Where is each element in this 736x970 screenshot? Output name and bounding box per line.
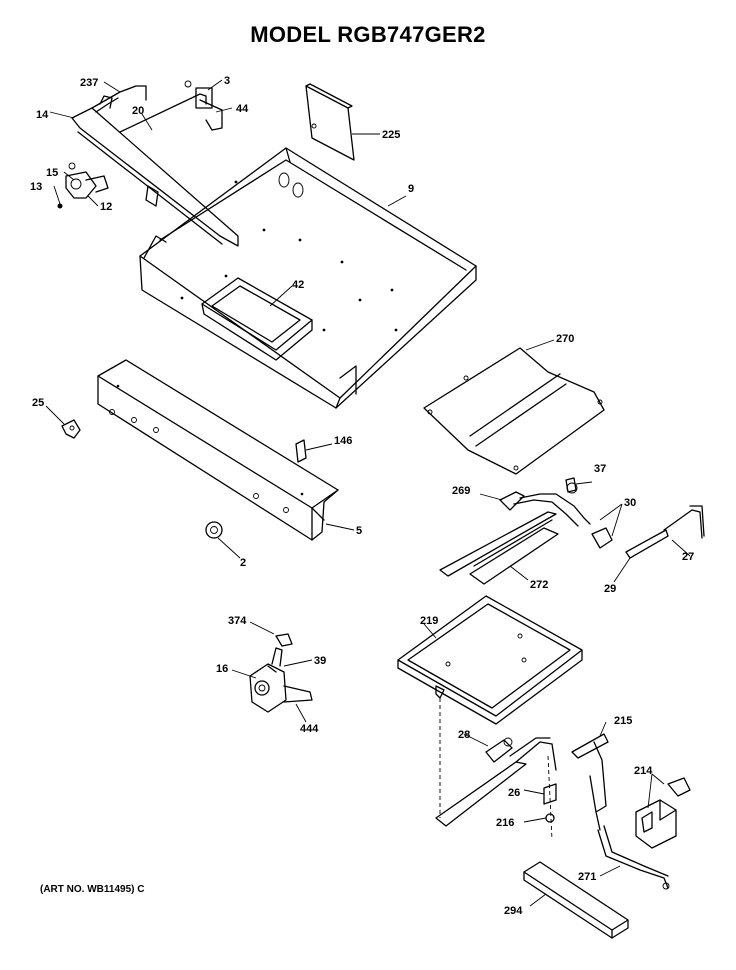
callout-271: 271: [578, 871, 596, 883]
regulator-valve: [249, 633, 313, 713]
igniter-214: [635, 777, 691, 849]
callout-5: 5: [356, 525, 362, 537]
tube-271: [597, 825, 670, 890]
tray-42: [201, 277, 313, 361]
valve-assembly: [57, 162, 109, 209]
callout-29: 29: [604, 583, 616, 595]
callout-3: 3: [224, 75, 230, 87]
callout-14: 14: [36, 109, 49, 121]
grommet-2: [205, 521, 223, 539]
callout-28: 28: [458, 729, 470, 741]
screw-37: [565, 477, 577, 493]
callout-2: 2: [240, 557, 246, 569]
callout-444: 444: [300, 723, 319, 735]
callout-9: 9: [408, 183, 414, 195]
clip-25: [61, 419, 81, 439]
callout-42: 42: [292, 279, 304, 291]
callout-30: 30: [624, 497, 636, 509]
bracket-215: [571, 733, 609, 831]
callout-146: 146: [334, 435, 352, 447]
callout-26: 26: [508, 787, 520, 799]
orifice-26: [543, 783, 557, 823]
alignment-line-2: [547, 755, 553, 841]
callout-272: 272: [530, 579, 548, 591]
callout-25: 25: [32, 397, 44, 409]
leader-lines: [45, 79, 691, 907]
callout-219: 219: [420, 615, 438, 627]
callout-27: 27: [682, 551, 694, 563]
plate-225: [305, 83, 355, 161]
callout-39: 39: [314, 655, 326, 667]
callout-225: 225: [382, 129, 400, 141]
channel-294: [523, 861, 629, 939]
manifold-pipe: [71, 80, 239, 247]
callout-labels: 237 3 14 20 44 225 15 13 12 9 42 270 25 …: [30, 75, 694, 917]
callout-20: 20: [132, 105, 144, 117]
front-panel: [97, 359, 339, 541]
callout-13: 13: [30, 181, 42, 193]
clip-146: [295, 439, 307, 463]
diagram-title: MODEL RGB747GER2: [250, 22, 486, 47]
broiler-pan: [397, 595, 583, 725]
callout-15: 15: [46, 167, 58, 179]
bake-burner: [439, 482, 705, 585]
callout-215: 215: [614, 715, 632, 727]
callout-16: 16: [216, 663, 228, 675]
callout-12: 12: [100, 201, 112, 213]
callout-269: 269: [452, 485, 470, 497]
callout-270: 270: [556, 333, 574, 345]
callout-44: 44: [236, 103, 249, 115]
art-number: (ART NO. WB11495) C: [40, 884, 145, 895]
callout-374: 374: [228, 615, 247, 627]
callout-37: 37: [594, 463, 606, 475]
callout-214: 214: [634, 765, 653, 777]
callout-216: 216: [496, 817, 514, 829]
broil-burner: [435, 737, 557, 827]
shield-270: [423, 347, 605, 475]
callout-237: 237: [80, 77, 98, 89]
burner-box: [139, 147, 477, 409]
callout-294: 294: [504, 905, 523, 917]
